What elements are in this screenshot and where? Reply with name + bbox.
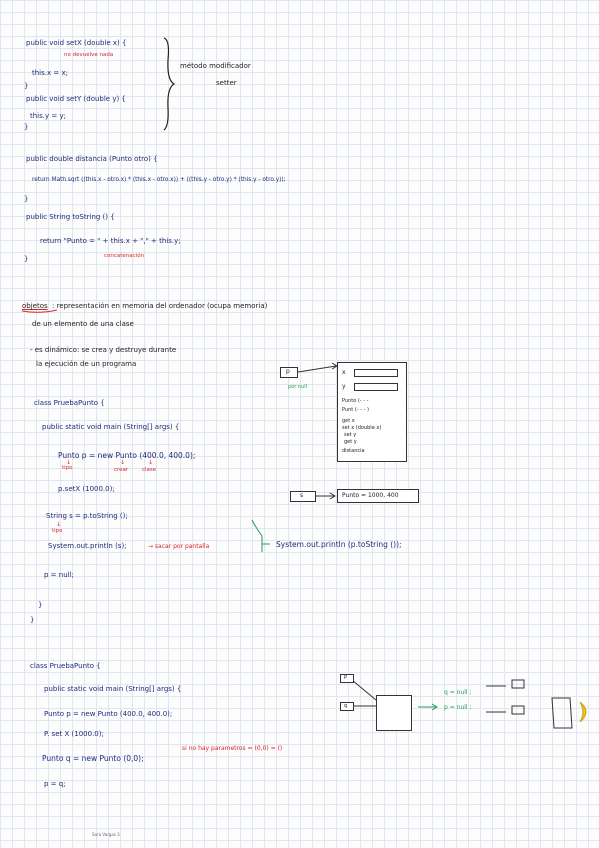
code-line: this.x = x;	[32, 69, 68, 77]
annotation: clase	[142, 467, 157, 473]
annotation: por null	[288, 384, 307, 390]
code-line: }	[24, 123, 29, 131]
code-line: class PruebaPunto {	[34, 399, 105, 407]
code-line: return "Punto = " + this.x + "," + this.…	[40, 237, 181, 245]
code-line: public static void main (String[] args) …	[44, 685, 182, 693]
field-label: y	[342, 383, 346, 390]
code-line: return Math.sqrt ((this.x - otro.x) * (t…	[32, 177, 286, 183]
variable-box-q: q	[340, 702, 354, 711]
variable-label: p	[286, 368, 290, 375]
code-line: p = null;	[44, 571, 74, 579]
string-value: Punto = 1000, 400	[342, 492, 399, 499]
brace-note: setter	[216, 79, 237, 87]
code-line: Punto p = new Punto (400.0, 400.0);	[58, 451, 196, 460]
method-label: get y	[344, 439, 357, 445]
arrow: ↓	[120, 459, 126, 466]
code-line: }	[24, 255, 29, 263]
brace-note: método modificador	[180, 62, 251, 70]
annotation: tipo	[52, 528, 63, 534]
method-label: distancia	[342, 448, 365, 454]
code-line: }	[24, 195, 29, 203]
annotation: p = null ;	[444, 704, 472, 711]
arrow: ↓	[66, 459, 72, 466]
method-label: set x (double x)	[342, 425, 382, 431]
string-object-box: Punto = 1000, 400	[337, 489, 419, 503]
annotation: si no hay parametros = (0,0) = ()	[182, 745, 283, 752]
field-slot	[354, 383, 398, 391]
text-line: la ejecución de un programa	[36, 360, 137, 368]
code-line: }	[24, 82, 29, 90]
code-line: public double distancia (Punto otro) {	[26, 155, 158, 163]
method-label: Punt (- - - )	[342, 407, 369, 413]
text-line: : representación en memoria del ordenado…	[52, 302, 268, 310]
arrow: ↓	[148, 459, 154, 466]
variable-box-s: s	[290, 491, 316, 502]
code-line: System.out.println (s);	[48, 542, 127, 550]
section-heading: objetos	[22, 302, 48, 310]
annotation: crear	[114, 467, 129, 473]
variable-label: q	[344, 703, 348, 709]
code-line: public void setY (double y) {	[26, 95, 126, 103]
object-box	[376, 695, 412, 731]
code-line: P. set X (1000.0);	[44, 730, 104, 738]
code-line: }	[38, 601, 43, 609]
field-slot	[354, 369, 398, 377]
footer-text: Sara Vargas 3	[92, 832, 120, 837]
variable-box-p: P	[340, 674, 354, 683]
code-line: this.y = y;	[30, 112, 66, 120]
method-label: Punto (- - -	[342, 398, 369, 404]
code-line: }	[30, 616, 35, 624]
method-label: get x	[342, 418, 355, 424]
field-label: x	[342, 369, 346, 376]
code-line: public String toString () {	[26, 213, 115, 221]
code-line: p = q;	[44, 780, 66, 788]
variable-label: P	[344, 675, 348, 681]
code-line: System.out.println (p.toString ());	[276, 540, 402, 549]
code-line: p.setX (1000.0);	[58, 485, 115, 493]
code-line: public static void main (String[] args) …	[42, 423, 180, 431]
variable-label: s	[300, 492, 304, 499]
code-line: class PruebaPunto {	[30, 662, 101, 670]
text-line: - es dinámico: se crea y destruye durant…	[30, 346, 177, 354]
code-line: Punto q = new Punto (0,0);	[42, 754, 144, 763]
code-line: public void setX (double x) {	[26, 39, 127, 47]
variable-box-p: p	[280, 367, 298, 378]
annotation: no devuelve nada	[64, 52, 114, 58]
annotation: concatenación	[104, 253, 145, 259]
code-line: Punto p = new Punto (400.0, 400.0);	[44, 710, 173, 718]
annotation: q = null ;	[444, 689, 472, 696]
code-line: String s = p.toString ();	[46, 512, 128, 520]
annotation: tipo	[62, 465, 73, 471]
text-line: de un elemento de una clase	[32, 320, 134, 328]
arrow: ↓	[56, 521, 62, 528]
object-box: x y Punto (- - - Punt (- - - ) get x set…	[337, 362, 407, 462]
method-label: set y	[344, 432, 357, 438]
annotation: → sacar por pantalla	[148, 543, 210, 550]
